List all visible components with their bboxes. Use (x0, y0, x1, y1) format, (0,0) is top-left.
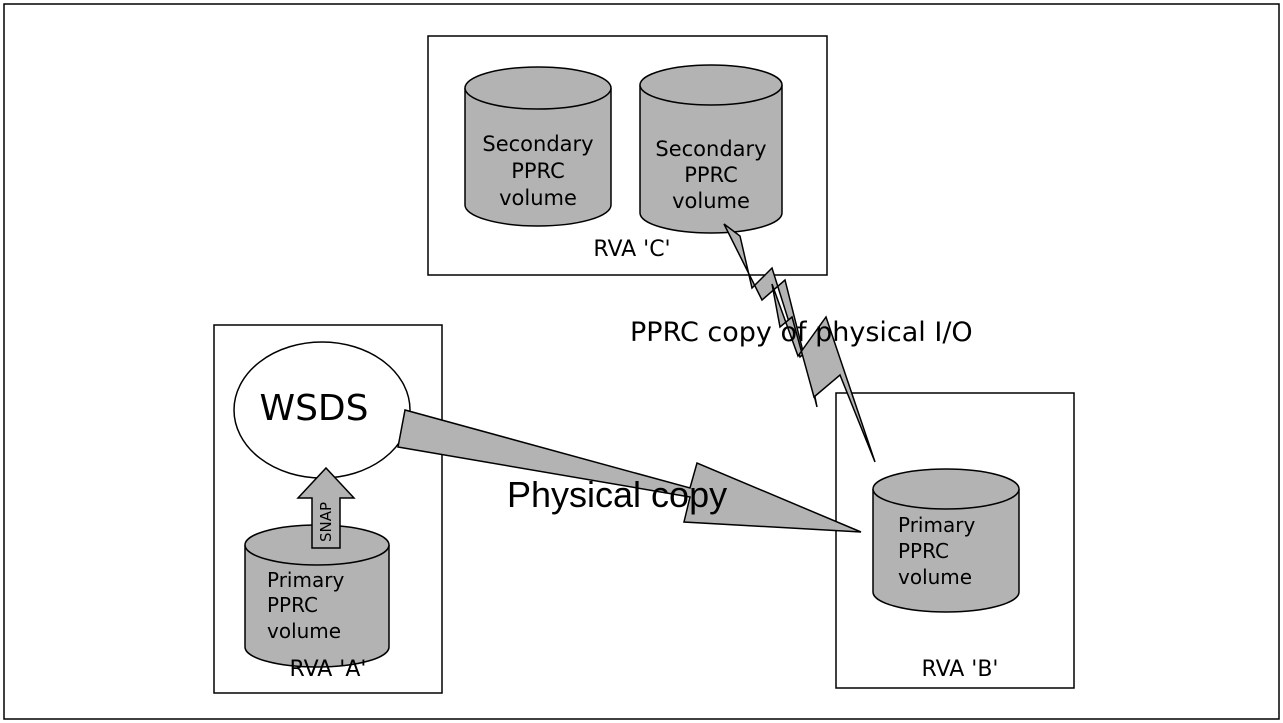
rva-b-volume-line2: PPRC (898, 539, 949, 563)
rva-b-volume-line3: volume (898, 565, 972, 589)
rva-c-group: Secondary PPRC volume Secondary PPRC vol… (427, 35, 828, 276)
rva-b-volume-line1: Primary (898, 513, 975, 537)
rva-c-label: RVA 'C' (593, 237, 670, 262)
rva-a-primary-volume: Primary PPRC volume (244, 524, 390, 668)
rva-a-volume-line2: PPRC (267, 593, 318, 617)
rva-a-volume-line3: volume (267, 619, 341, 643)
rva-c-secondary-volume-right: Secondary PPRC volume (639, 64, 783, 234)
rva-c-right-volume-line1: Secondary (655, 137, 766, 161)
rva-c-left-volume-line1: Secondary (482, 132, 593, 156)
rva-b-primary-volume: Primary PPRC volume (872, 468, 1020, 613)
rva-a-group: WSDS Primary PPRC volume SNAP RVA 'A' (213, 324, 443, 694)
rva-c-right-volume-line3: volume (672, 189, 750, 213)
physical-copy-label: Physical copy (507, 474, 727, 515)
pprc-lightning-link (723, 223, 876, 463)
snap-label: SNAP (317, 502, 335, 542)
rva-c-secondary-volume-left: Secondary PPRC volume (464, 66, 612, 227)
wsds-label: WSDS (259, 388, 368, 429)
physical-copy-arrow (397, 409, 862, 533)
rva-b-label: RVA 'B' (922, 657, 999, 682)
rva-b-group: Primary PPRC volume RVA 'B' (835, 392, 1075, 689)
snap-arrow: SNAP (296, 466, 356, 549)
rva-a-label: RVA 'A' (290, 657, 367, 682)
rva-c-left-volume-line2: PPRC (511, 159, 565, 183)
rva-c-left-volume-line3: volume (499, 186, 577, 210)
rva-c-right-volume-line2: PPRC (684, 163, 738, 187)
pprc-link-label: PPRC copy of physical I/O (630, 317, 973, 348)
rva-a-volume-line1: Primary (267, 568, 344, 592)
